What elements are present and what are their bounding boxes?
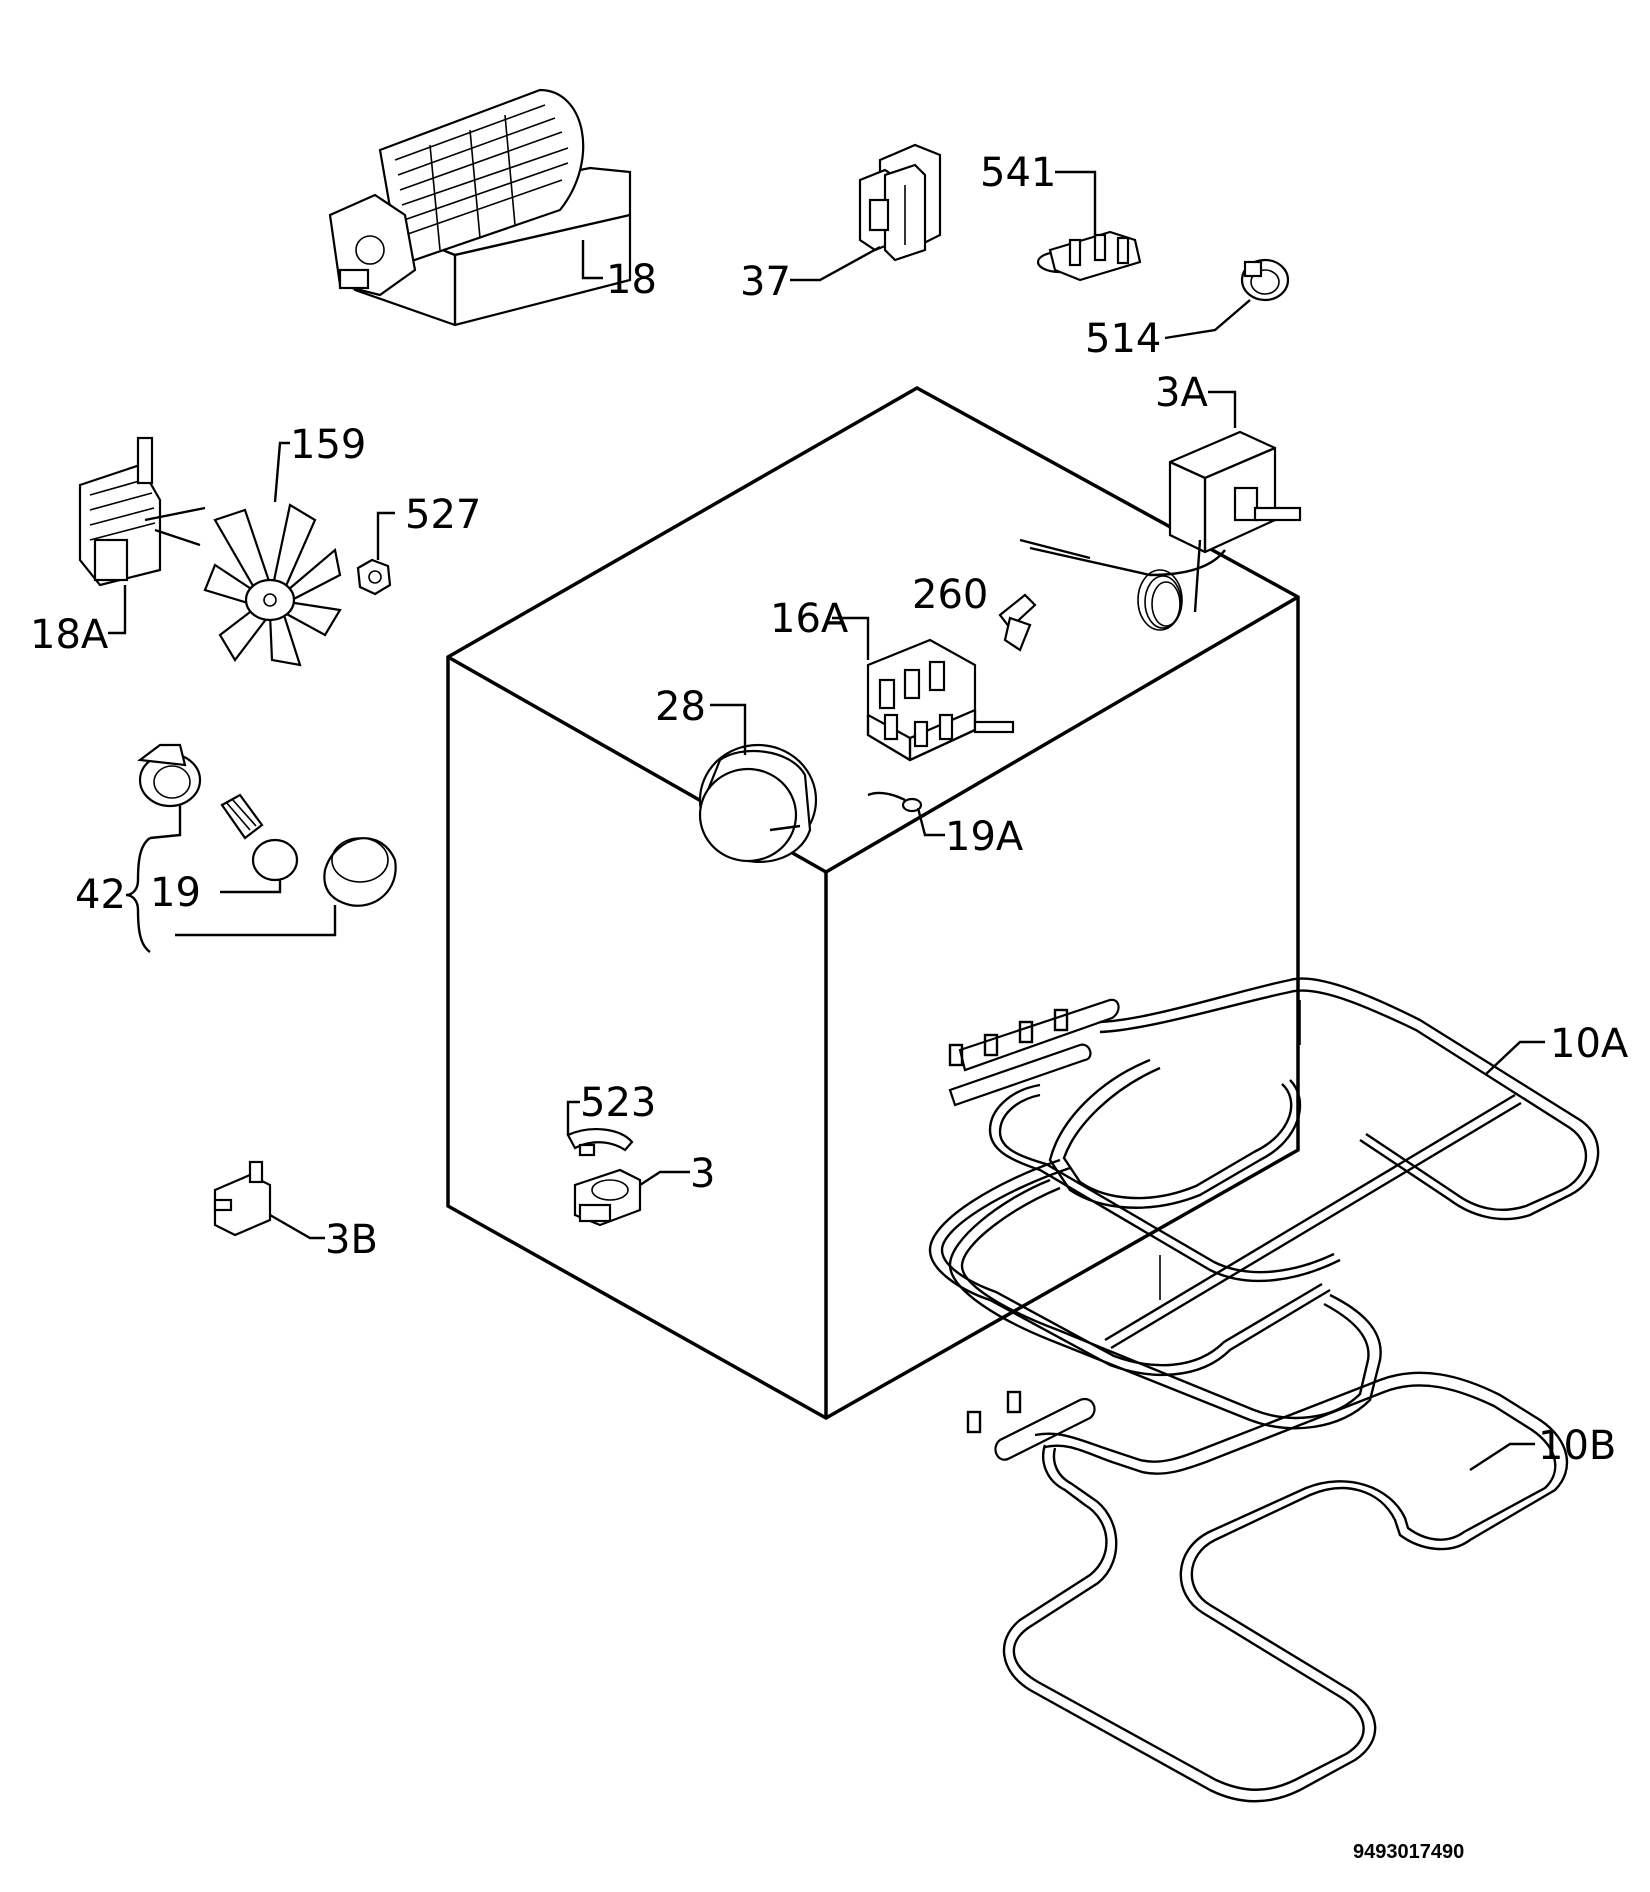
label-terminal-block: 541 xyxy=(980,150,1056,196)
lamp-group-bracket xyxy=(125,837,151,953)
label-knob-bush: 514 xyxy=(1085,316,1161,362)
leader-523 xyxy=(566,1100,580,1135)
label-contact: 260 xyxy=(912,572,988,618)
fan-blade-part xyxy=(203,503,342,667)
fan-heater-duct-part xyxy=(328,88,632,327)
leader-28 xyxy=(710,703,747,755)
fan-nut-part xyxy=(356,558,392,596)
leader-541 xyxy=(1055,170,1097,238)
label-lamp-bulb: 19 xyxy=(150,870,201,916)
leader-10a xyxy=(1484,1040,1545,1076)
heating-element-top-part xyxy=(928,977,1600,1430)
leader-37 xyxy=(790,245,881,282)
label-safety-thermostat: 3 xyxy=(690,1151,715,1197)
leader-19 xyxy=(220,880,282,894)
fan-motor-part xyxy=(78,436,206,587)
leader-18a xyxy=(108,585,127,635)
label-heating-element-top: 10A xyxy=(1550,1021,1629,1067)
label-fan-heater-duct: 18 xyxy=(606,257,657,303)
label-thermostat: 3A xyxy=(1155,370,1208,416)
leader-3b xyxy=(269,1213,325,1240)
safety-thermostat-part xyxy=(573,1168,642,1227)
leader-16a xyxy=(832,616,870,660)
leader-3 xyxy=(639,1170,690,1187)
oven-cavity xyxy=(446,385,1300,1421)
label-fan-motor: 18A xyxy=(30,612,109,658)
diagram-code: 9493017490 xyxy=(1353,1841,1464,1863)
leader-3a xyxy=(1208,390,1237,428)
contact-part xyxy=(998,593,1037,652)
switch-block-part xyxy=(858,143,942,262)
label-pilot-lamp: 19A xyxy=(945,814,1024,860)
leader-19a xyxy=(916,807,945,837)
selector-switch-part xyxy=(866,638,1015,762)
label-fan-blade: 159 xyxy=(290,422,366,468)
pilot-lamp-part xyxy=(867,791,923,813)
safety-thermostat-clip-part xyxy=(566,1128,634,1157)
lamp-holder-part xyxy=(137,743,202,808)
terminal-block-part xyxy=(1036,230,1142,282)
knob-bush-part xyxy=(1240,258,1290,302)
lamp-bulb-part xyxy=(220,793,299,882)
leader-18 xyxy=(581,240,603,280)
thermostat-part xyxy=(1019,430,1302,631)
timer-part xyxy=(698,743,818,863)
leader-514 xyxy=(1164,299,1251,340)
leader-159 xyxy=(273,441,290,503)
leader-10b xyxy=(1469,1442,1535,1472)
label-heating-element-bottom: 10B xyxy=(1538,1423,1616,1469)
label-switch-block: 37 xyxy=(740,259,791,305)
lamp-cover-part xyxy=(323,837,397,907)
label-thermostat-b: 3B xyxy=(325,1217,378,1263)
label-timer: 28 xyxy=(655,684,706,730)
leader-527 xyxy=(376,511,395,560)
label-fan-nut: 527 xyxy=(405,492,481,538)
label-safety-thermostat-clip: 523 xyxy=(580,1080,656,1126)
heating-element-bottom-part xyxy=(966,1371,1569,1803)
leader-42 xyxy=(149,805,182,840)
leader-42-cover xyxy=(175,905,337,937)
thermostat-b-part xyxy=(213,1160,272,1237)
label-selector-switch: 16A xyxy=(770,596,849,642)
label-lamp-assembly: 42 xyxy=(75,872,126,918)
